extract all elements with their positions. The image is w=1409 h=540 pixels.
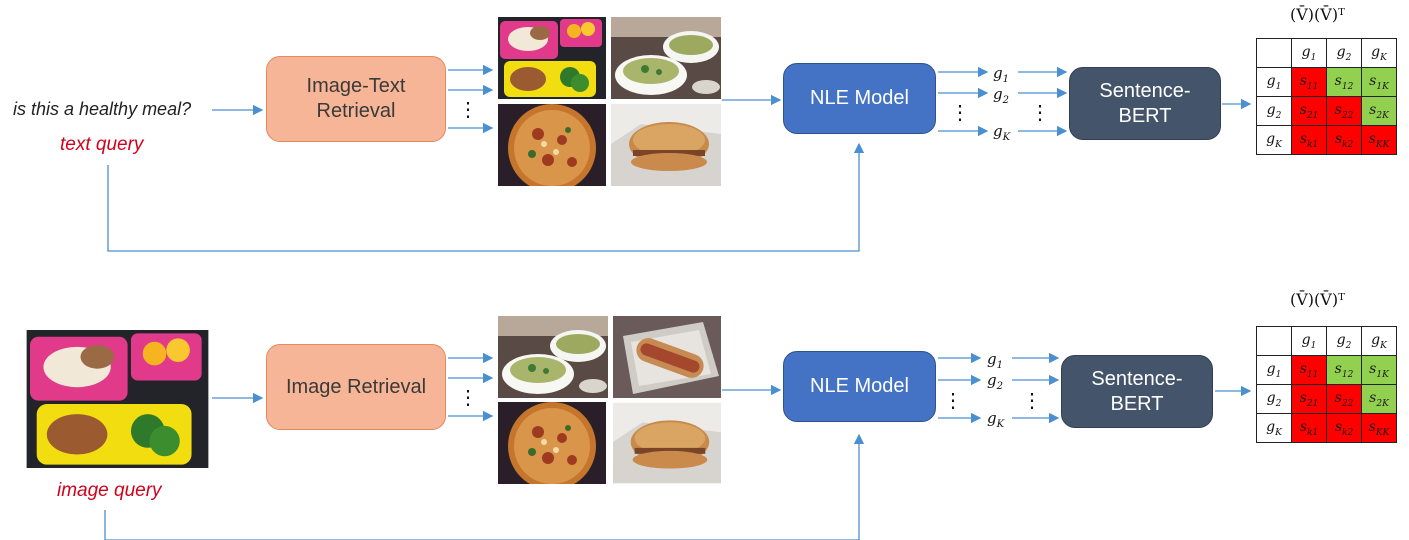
image-text-retrieval-box: Image-Text Retrieval <box>266 56 446 142</box>
g-ellipsis: ⋮ <box>1030 100 1050 124</box>
hotdog-photo <box>613 316 721 398</box>
nle-model-box: NLE Model <box>783 63 936 134</box>
g1-label: g1 <box>993 64 1009 85</box>
gK-label: gK <box>993 122 1011 143</box>
matrix-cell: sk1 <box>1291 413 1327 443</box>
image-retrieval-box: Image Retrieval <box>266 344 446 430</box>
matrix-corner <box>1256 38 1292 68</box>
matrix-col-head: gK <box>1361 326 1397 356</box>
pizza-photo <box>498 402 606 484</box>
matrix-cell: s22 <box>1326 96 1362 126</box>
matrix-row-head: g2 <box>1256 96 1292 126</box>
lunchbox-photo <box>498 17 606 99</box>
lunchbox-photo <box>26 330 209 468</box>
sentence-bert-box: Sentence- BERT <box>1069 67 1221 140</box>
soup-bowls-photo <box>498 316 608 398</box>
matrix-title: (V̄)(V̄)ᵀ <box>1290 5 1345 24</box>
matrix-cell: sKK <box>1361 125 1397 155</box>
matrix-col-head: g1 <box>1291 326 1327 356</box>
nle-out-ellipsis: ⋮ <box>950 100 970 124</box>
matrix-cell: s2K <box>1361 384 1397 414</box>
burger-photo <box>613 402 721 484</box>
matrix-col-head: g2 <box>1326 326 1362 356</box>
matrix-row-head: gK <box>1256 125 1292 155</box>
pizza-photo <box>498 104 606 186</box>
nle-out-ellipsis-b: ⋮ <box>943 388 963 412</box>
image-query-label: image query <box>57 480 162 501</box>
matrix-cell: sk1 <box>1291 125 1327 155</box>
similarity-matrix: g1 g2 gK g1 s11 s12 s1K g2 s21 s22 s2K g… <box>1256 38 1397 155</box>
matrix-cell: s2K <box>1361 96 1397 126</box>
matrix-title-b: (V̄)(V̄)ᵀ <box>1290 290 1345 309</box>
matrix-cell: s11 <box>1291 67 1327 97</box>
matrix-col-head: g2 <box>1326 38 1362 68</box>
arrow-query-to-nle <box>107 142 865 252</box>
matrix-cell: s21 <box>1291 384 1327 414</box>
matrix-cell: s22 <box>1326 384 1362 414</box>
arrow-image-query-to-nle <box>104 433 865 540</box>
matrix-cell: sk2 <box>1326 125 1362 155</box>
similarity-matrix-b: g1 g2 gK g1 s11 s12 s1K g2 s21 s22 s2K g… <box>1256 326 1397 443</box>
g1-label-b: g1 <box>987 350 1003 371</box>
matrix-row-head: g1 <box>1256 355 1292 385</box>
text-query-input: is this a healthy meal? <box>13 99 192 119</box>
matrix-row-head: gK <box>1256 413 1292 443</box>
burger-photo <box>611 104 721 186</box>
retrieval-ellipsis: ⋮ <box>458 97 478 121</box>
matrix-cell: s1K <box>1361 355 1397 385</box>
matrix-corner <box>1256 326 1292 356</box>
g2-label: g2 <box>993 85 1009 106</box>
matrix-col-head: gK <box>1361 38 1397 68</box>
text-query-label: text query <box>60 134 144 155</box>
matrix-cell: s12 <box>1326 355 1362 385</box>
sentence-bert-box-b: Sentence- BERT <box>1061 355 1213 428</box>
matrix-cell: s11 <box>1291 355 1327 385</box>
matrix-cell: s1K <box>1361 67 1397 97</box>
nle-model-box-b: NLE Model <box>783 351 936 422</box>
matrix-cell: s12 <box>1326 67 1362 97</box>
matrix-row-head: g2 <box>1256 384 1292 414</box>
matrix-cell: sk2 <box>1326 413 1362 443</box>
matrix-cell: sKK <box>1361 413 1397 443</box>
matrix-cell: s21 <box>1291 96 1327 126</box>
g2-label-b: g2 <box>987 371 1003 392</box>
soup-bowls-photo <box>611 17 721 99</box>
gK-label-b: gK <box>987 409 1005 430</box>
retrieval-ellipsis-b: ⋮ <box>458 385 478 409</box>
g-ellipsis-b: ⋮ <box>1022 388 1042 412</box>
matrix-col-head: g1 <box>1291 38 1327 68</box>
matrix-row-head: g1 <box>1256 67 1292 97</box>
